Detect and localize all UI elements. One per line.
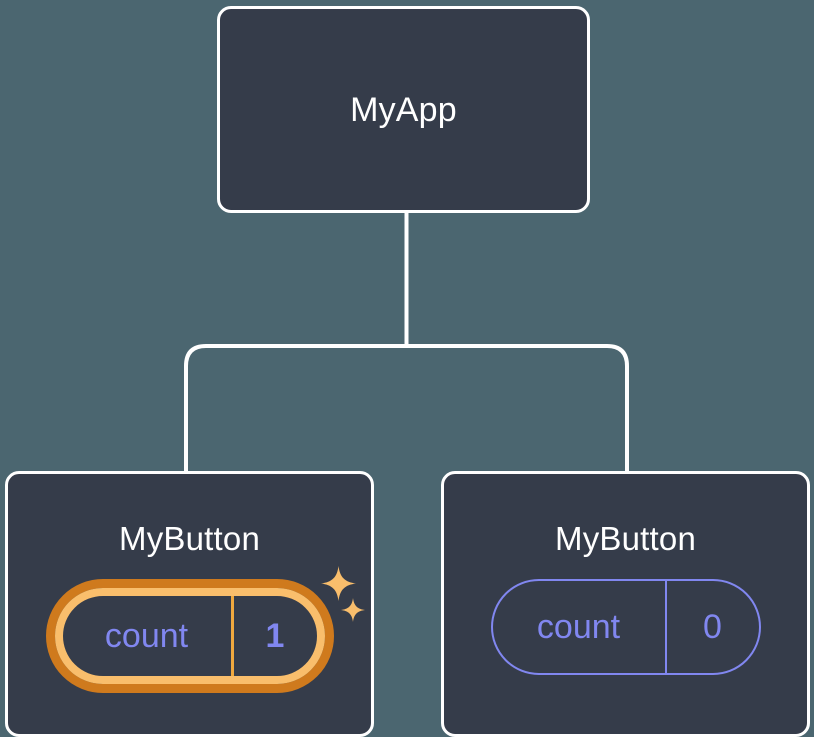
- state-pill-right[interactable]: count 0: [490, 579, 761, 675]
- node-myapp[interactable]: MyApp: [217, 6, 590, 213]
- state-key-left: count: [104, 617, 189, 655]
- node-mybutton-left-label: MyButton: [119, 520, 260, 557]
- node-myapp-label: MyApp: [350, 90, 457, 129]
- state-pill-left-wrap: count 1: [45, 579, 334, 693]
- node-mybutton-left[interactable]: MyButton count 1: [5, 471, 374, 737]
- state-key-right: count: [536, 608, 621, 646]
- node-mybutton-right[interactable]: MyButton count 0: [441, 471, 810, 737]
- state-pill-right-wrap: count 0: [490, 579, 761, 675]
- state-value-right: 0: [664, 581, 759, 673]
- branch-bar-connector: [184, 344, 629, 471]
- node-mybutton-right-label: MyButton: [555, 520, 696, 557]
- state-pill-left[interactable]: count 1: [45, 579, 334, 693]
- state-value-left: 1: [230, 596, 317, 676]
- state-pill-left-inner: count 1: [54, 588, 325, 684]
